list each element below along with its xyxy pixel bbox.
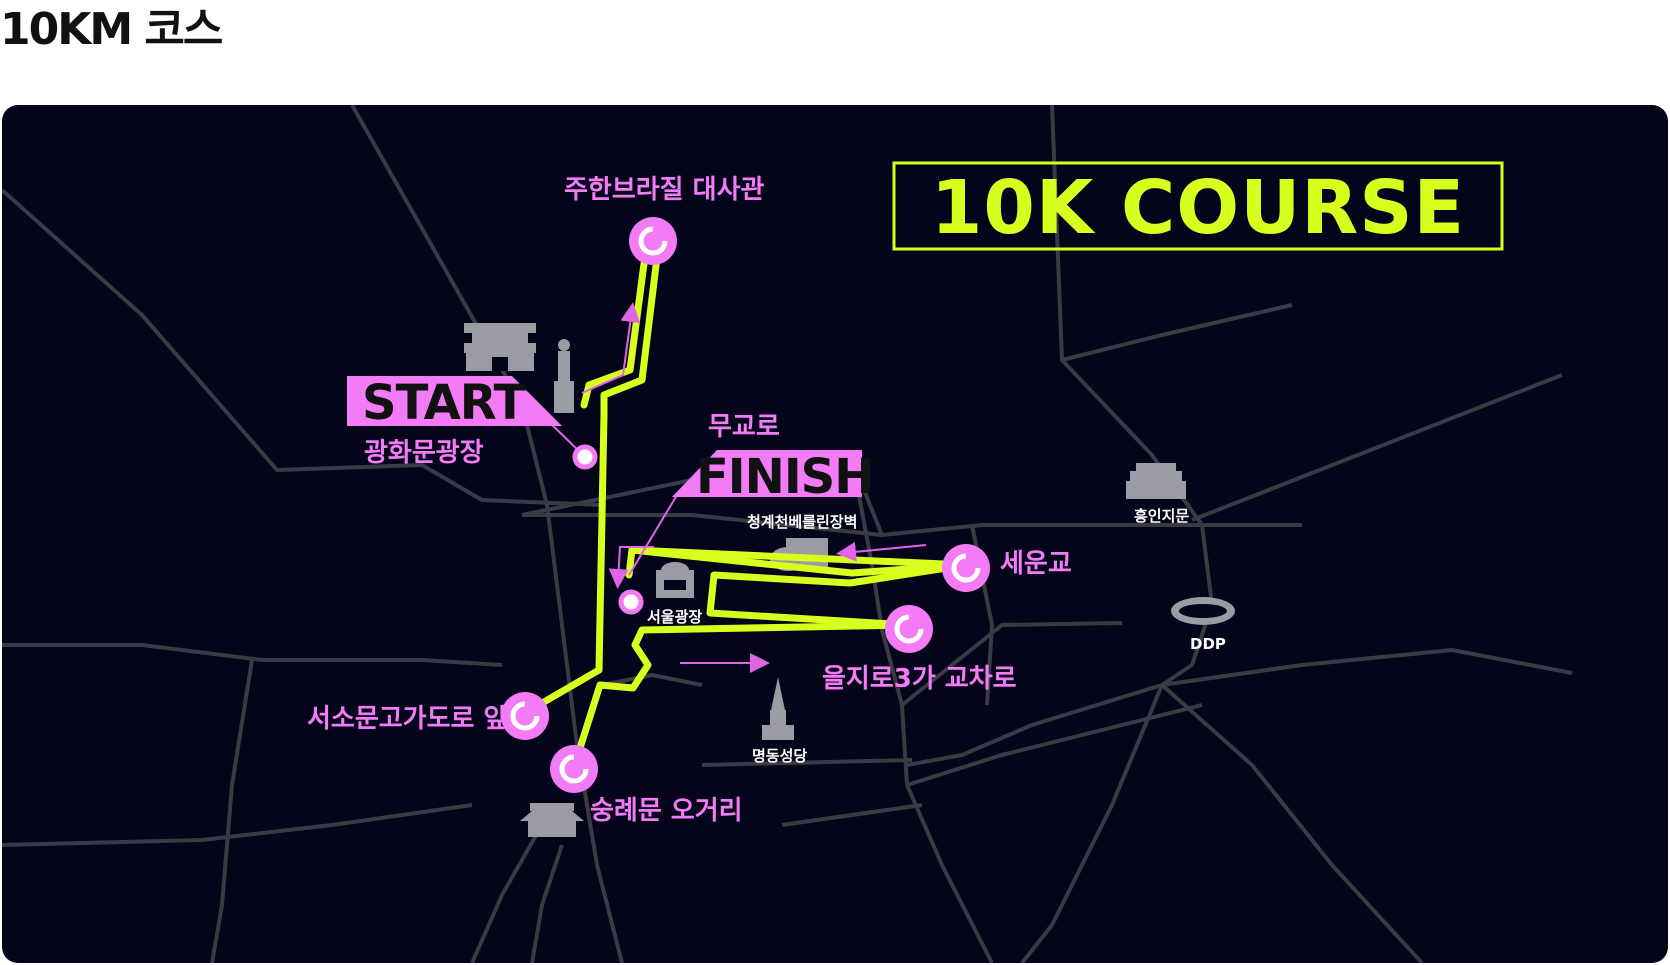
finish-tag — [672, 450, 862, 497]
turn-marker — [885, 605, 933, 653]
course-title: 10K COURSE — [931, 165, 1465, 251]
heunginjimun-icon — [1126, 463, 1186, 499]
landmark-label-seoul-plaza: 서울광장 — [647, 608, 702, 626]
turn-marker — [501, 692, 549, 740]
start-label: START — [362, 375, 527, 431]
turn-marker — [550, 745, 598, 793]
finish-place-label: 무교로 — [708, 412, 780, 442]
landmark-label-myeongdong: 명동성당 — [752, 747, 807, 765]
direction-arrows — [541, 302, 927, 673]
gwanghwamun-gate-icon — [464, 323, 536, 371]
ddp-icon — [1171, 597, 1235, 625]
landmark-label-cheonggyecheon: 청계천베를린장벽 — [747, 513, 857, 531]
turn-label-euljiro3ga: 을지로3가 교차로 — [822, 664, 1017, 694]
course-map: 10K COURSE — [2, 105, 1668, 963]
finish-label: FINISH — [696, 449, 873, 505]
start-tag — [347, 376, 562, 426]
seoul-city-hall-icon — [656, 562, 694, 598]
turn-label-seosomun: 서소문고가도로 앞 — [307, 704, 507, 734]
start-marker — [572, 444, 598, 470]
finish-marker — [618, 589, 644, 615]
page-title: 10KM 코스 — [0, 4, 223, 55]
road-network — [2, 105, 1573, 963]
course-title-frame — [892, 161, 1504, 251]
statue-icon — [554, 339, 574, 413]
start-place-label: 광화문광장 — [364, 438, 484, 468]
turn-label-brazil-embassy: 주한브라질 대사관 — [564, 175, 764, 205]
sungnyemun-icon — [520, 803, 584, 837]
turn-label-seungyo: 세운교 — [1000, 549, 1072, 579]
turn-marker — [629, 217, 677, 265]
landmark-label-ddp: DDP — [1190, 635, 1226, 653]
landmark-label-heunginjimun: 흥인지문 — [1134, 507, 1189, 525]
turn-label-sungnyemun: 숭례문 오거리 — [590, 796, 743, 826]
myeongdong-cathedral-icon — [762, 677, 794, 740]
turn-marker — [942, 544, 990, 592]
